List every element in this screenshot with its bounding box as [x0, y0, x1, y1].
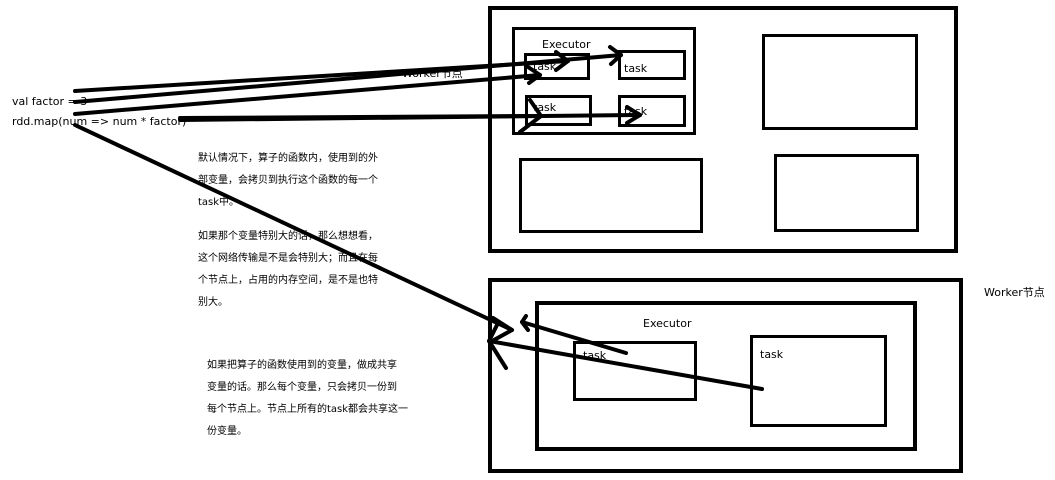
task-top-4-label: task	[624, 105, 648, 118]
note-big-variable: 如果那个变量特别大的话，那么想想看， 这个网络传输是不是会特别大；而且在每 个节…	[198, 226, 378, 314]
note-default-line-2: 部变量，会拷贝到执行这个函数的每一个	[198, 175, 378, 186]
arrow-to-task-top-3-upper	[73, 73, 542, 116]
note-default-line-1: 默认情况下，算子的函数内，使用到的外	[198, 153, 378, 164]
note-big-line-3: 个节点上，占用的内存空间，是不是也特	[198, 275, 378, 286]
note-shared-line-3: 每个节点上。节点上所有的task都会共享这一	[207, 404, 409, 415]
note-default-line-3: task中。	[198, 197, 240, 208]
note-big-line-2: 这个网络传输是不是会特别大；而且在每	[198, 253, 378, 264]
note-shared-line-4: 份变量。	[207, 426, 247, 437]
code-line-1: val factor = 3	[12, 95, 88, 108]
task-top-1-label: task	[533, 60, 557, 73]
note-shared-line-1: 如果把算子的函数使用到的变量，做成共享	[207, 360, 397, 371]
executor-bottom-label: Executor	[643, 317, 692, 330]
worker-top-label: Worker节点	[402, 67, 463, 80]
arrow-to-task-top-3	[178, 114, 543, 120]
note-shared-line-2: 变量的话。那么每个变量，只会拷贝一份到	[207, 382, 397, 393]
task-bottom-1-label: task	[583, 349, 607, 362]
note-big-line-1: 如果那个变量特别大的话，那么想想看，	[198, 231, 378, 242]
empty-box-top-right	[762, 34, 918, 130]
worker-bottom-label: Worker节点	[984, 286, 1045, 299]
note-big-line-4: 别大。	[198, 297, 228, 308]
note-default-copy: 默认情况下，算子的函数内，使用到的外 部变量，会拷贝到执行这个函数的每一个 ta…	[198, 148, 378, 214]
code-line-2: rdd.map(num => num * factor)	[12, 115, 187, 128]
task-top-3-label: task	[533, 101, 557, 114]
task-top-2-label: task	[624, 62, 648, 75]
note-shared-variable: 如果把算子的函数使用到的变量，做成共享 变量的话。那么每个变量，只会拷贝一份到 …	[207, 355, 408, 443]
task-bottom-2-label: task	[760, 348, 784, 361]
task-top-4	[618, 95, 686, 127]
empty-box-bottom-right	[774, 154, 919, 232]
empty-box-bottom-left	[519, 158, 703, 233]
executor-top-label: Executor	[542, 38, 591, 51]
